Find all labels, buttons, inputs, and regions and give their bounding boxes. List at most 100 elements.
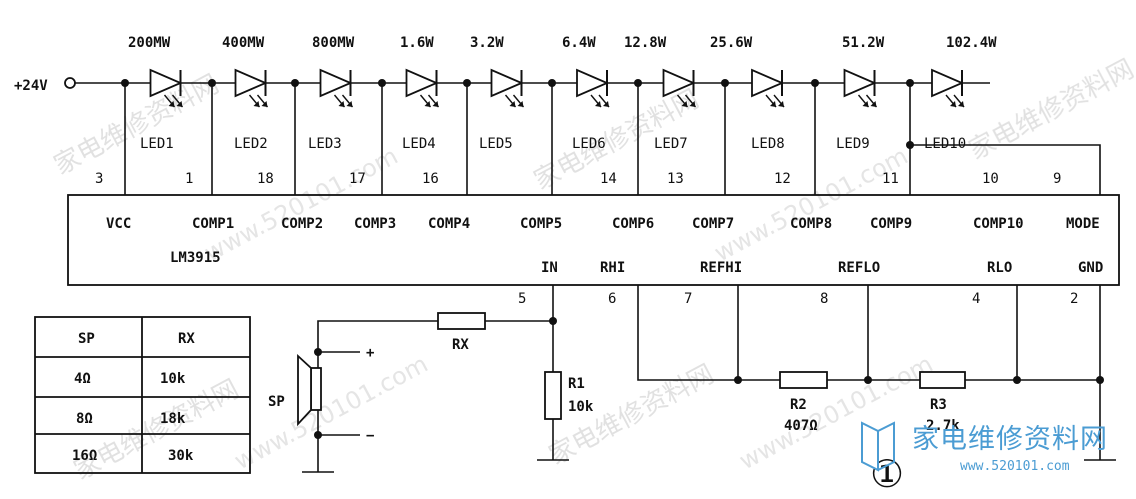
r3-value: 2.7k	[926, 418, 960, 434]
pin-label: COMP2	[281, 216, 323, 232]
pin-label: COMP1	[192, 216, 234, 232]
power-rating: 3.2W	[470, 35, 504, 51]
led-label: LED1	[140, 136, 174, 152]
power-rating: 1.6W	[400, 35, 434, 51]
pin-label: COMP8	[790, 216, 832, 232]
led-6	[552, 68, 638, 108]
pin-number: 2	[1070, 291, 1078, 307]
led-7	[638, 68, 725, 108]
table-cell: 10k	[160, 371, 186, 387]
speaker-cone	[297, 353, 312, 427]
r1-label: R1	[568, 376, 585, 392]
table-header: RX	[178, 331, 195, 347]
junction-dot	[906, 141, 914, 149]
pin-number: 7	[684, 291, 692, 307]
pin-label: REFLO	[838, 260, 880, 276]
lm3915-body	[67, 194, 1120, 286]
r3-label: R3	[930, 397, 947, 413]
pin-label: IN	[541, 260, 558, 276]
watermark-brand: 家电维修资料网	[69, 374, 244, 486]
pin-number: 8	[820, 291, 828, 307]
r2-resistor	[779, 371, 828, 389]
pin-number: 9	[1053, 171, 1061, 187]
table-header: SP	[78, 331, 95, 347]
led-label: LED8	[751, 136, 785, 152]
led-2	[212, 68, 295, 108]
brand-url: www.520101.com	[960, 459, 1070, 474]
sp-plus: +	[366, 345, 374, 361]
pin-label: COMP4	[428, 216, 470, 232]
rx-resistor	[437, 312, 486, 330]
led-3	[295, 68, 382, 108]
pin-number: 16	[422, 171, 439, 187]
pin-number: 17	[349, 171, 366, 187]
led-8	[725, 68, 815, 108]
power-rating: 102.4W	[946, 35, 997, 51]
diode-icon	[319, 68, 353, 98]
junction-dot	[1013, 376, 1021, 384]
led-label: LED6	[572, 136, 606, 152]
pin-label: COMP9	[870, 216, 912, 232]
table-cell: 4Ω	[74, 371, 91, 387]
pin-label: VCC	[106, 216, 131, 232]
r2-value: 407Ω	[784, 418, 818, 434]
pin-label: COMP7	[692, 216, 734, 232]
diode-icon	[751, 68, 785, 98]
pin-label: RHI	[600, 260, 625, 276]
pin-number: 5	[518, 291, 526, 307]
pin-number: 4	[972, 291, 980, 307]
pin-label: COMP3	[354, 216, 396, 232]
diode-icon	[576, 68, 610, 98]
table-cell: 8Ω	[76, 411, 93, 427]
pin-label: RLO	[987, 260, 1012, 276]
diode-icon	[405, 68, 439, 98]
led-10	[910, 68, 990, 108]
watermark-url: www.520101.com	[710, 142, 913, 268]
mode-wire	[909, 83, 1101, 195]
table-cell: 18k	[160, 411, 186, 427]
led-label: LED2	[234, 136, 268, 152]
brand-logo: 家电维修资料网 www.520101.com	[861, 421, 1108, 474]
supply-label: +24V	[14, 78, 48, 94]
led-label: LED9	[836, 136, 870, 152]
r2-label: R2	[790, 397, 807, 413]
led-label: LED3	[308, 136, 342, 152]
pin-number: 13	[667, 171, 684, 187]
power-rating: 400MW	[222, 35, 265, 51]
diode-icon	[662, 68, 696, 98]
pin-label: COMP10	[973, 216, 1024, 232]
watermark-brand: 家电维修资料网	[49, 69, 224, 181]
pin-number: 14	[600, 171, 617, 187]
brand-name: 家电维修资料网	[912, 424, 1108, 455]
pin-number: 10	[982, 171, 999, 187]
diode-icon	[843, 68, 877, 98]
led-label: LED5	[479, 136, 513, 152]
watermark-url: www.520101.com	[230, 350, 433, 476]
power-rating: 51.2W	[842, 35, 885, 51]
rx-label: RX	[452, 337, 469, 353]
sp-minus: −	[366, 428, 374, 444]
pin-number: 18	[257, 171, 274, 187]
diode-icon	[931, 68, 965, 98]
led-label: LED4	[402, 136, 436, 152]
led-chain: 200MWLED1400MWLED2800MWLED31.6WLED43.2WL…	[121, 35, 997, 195]
junction-dot	[734, 376, 742, 384]
junction-dot	[1096, 376, 1104, 384]
led-label: LED7	[654, 136, 688, 152]
led-5	[467, 68, 552, 108]
led-9	[815, 68, 910, 108]
pin-number: 6	[608, 291, 616, 307]
book-icon	[861, 421, 879, 472]
pin-label: COMP5	[520, 216, 562, 232]
supply-terminal	[64, 77, 76, 89]
watermark-url: www.520101.com	[735, 350, 938, 476]
rx-sp-wire	[317, 320, 438, 352]
table-cell: 16Ω	[72, 448, 97, 464]
led-1	[125, 68, 212, 108]
speaker-magnet	[310, 367, 322, 411]
diode-icon	[234, 68, 268, 98]
pin-number: 3	[95, 171, 103, 187]
